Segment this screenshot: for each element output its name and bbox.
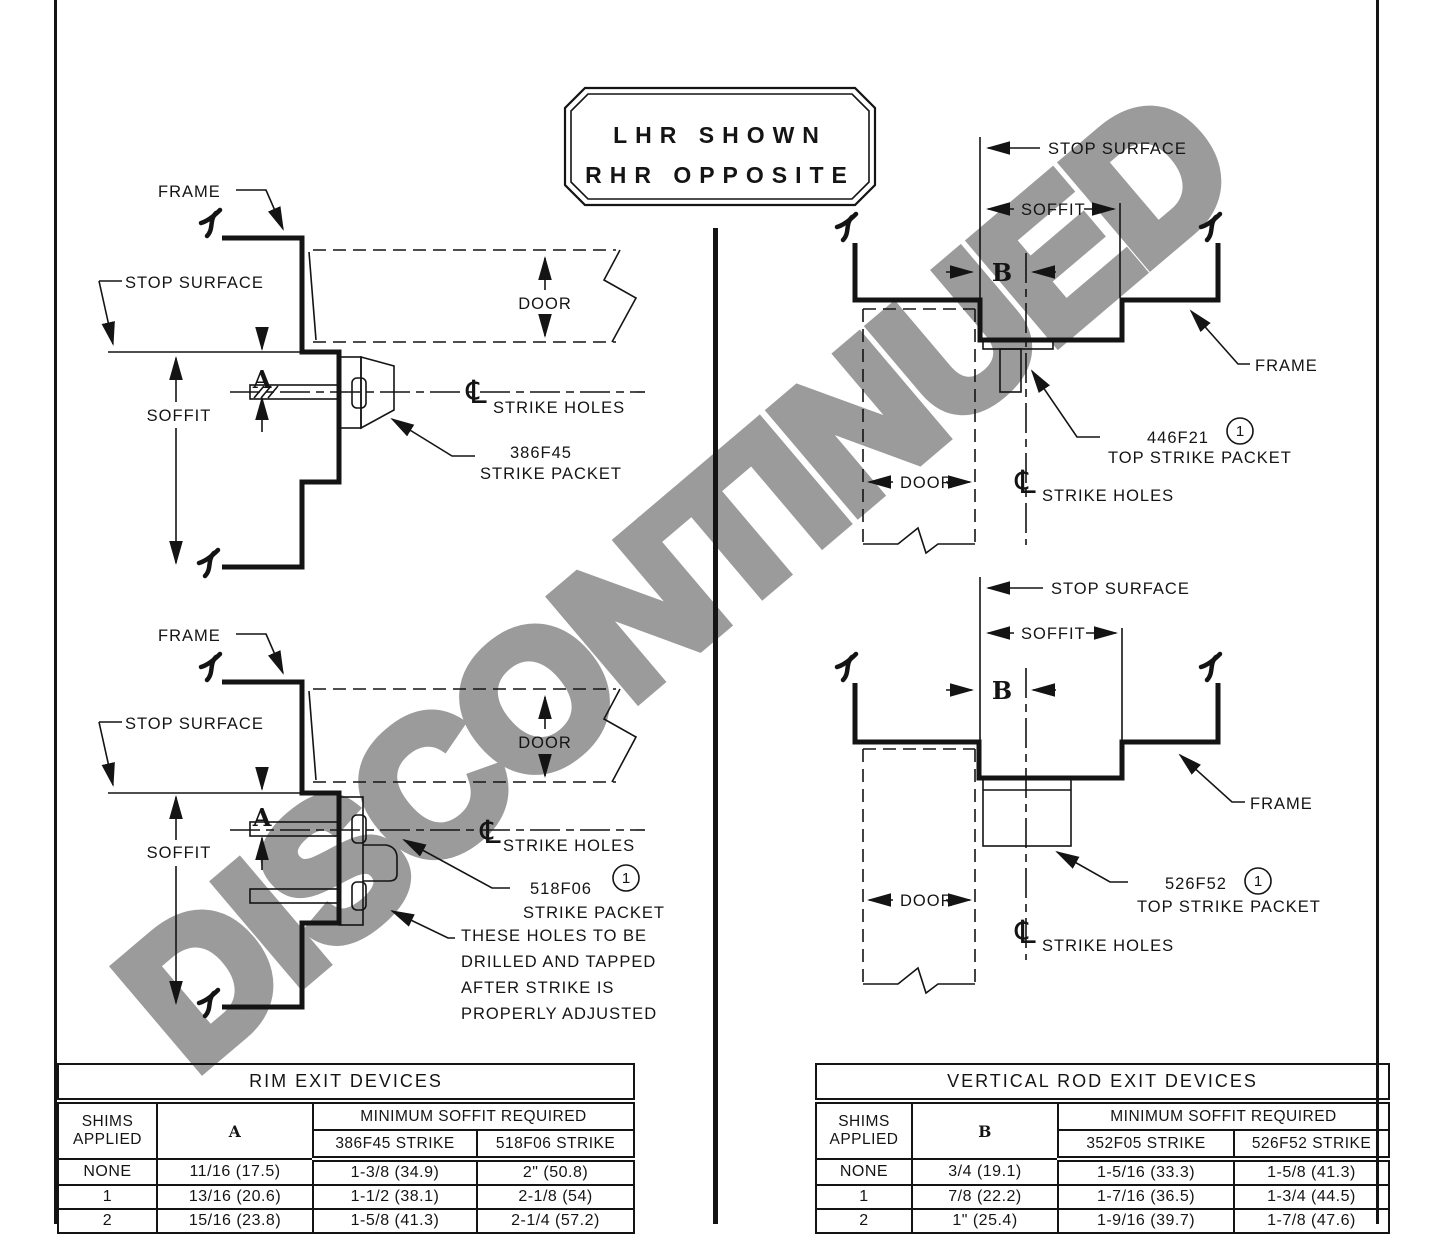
door-outline — [862, 308, 976, 555]
rim-col-shims: SHIMS APPLIED — [57, 1100, 158, 1160]
diagram-vr-446f21: STOP SURFACE SOFFIT B DOOR 446F21 1 TOP … — [837, 137, 1318, 555]
door-outline — [308, 249, 638, 343]
rim-col-386f45: 386F45 STRIKE — [312, 1129, 478, 1162]
packet-518-name: STRIKE PACKET — [523, 904, 665, 922]
dim-b-label: B — [992, 258, 1012, 287]
note-ref-number: 1 — [622, 870, 630, 887]
stop-surface-label: STOP SURFACE — [1048, 140, 1187, 158]
strike-packet-526f52 — [982, 777, 1072, 847]
strike-packet-518f06 — [249, 796, 398, 926]
vr-table-title: VERTICAL ROD EXIT DEVICES — [815, 1063, 1390, 1104]
packet-386-code: 386F45 — [510, 444, 572, 462]
vertical-rod-exit-devices-table: VERTICAL ROD EXIT DEVICES SHIMS APPLIED … — [815, 1063, 1390, 1234]
soffit-label: SOFFIT — [1021, 625, 1086, 643]
soffit-label: SOFFIT — [1021, 201, 1086, 219]
strike-holes-label: STRIKE HOLES — [1042, 937, 1174, 955]
frame-label: FRAME — [158, 627, 221, 645]
diagram-rim-518f06: FRAME STOP SURFACE DOOR A SOFFIT ℄ STRIK… — [98, 627, 665, 1023]
centerline-symbol: ℄ — [476, 813, 505, 851]
soffit-label: SOFFIT — [147, 844, 212, 862]
rim-table-title: RIM EXIT DEVICES — [56, 1063, 636, 1104]
vr-col-group: MINIMUM SOFFIT REQUIRED — [1057, 1100, 1390, 1131]
rim-exit-devices-table: RIM EXIT DEVICES SHIMS APPLIED A MINIMUM… — [56, 1063, 636, 1234]
vr-col-352f05: 352F05 STRIKE — [1057, 1129, 1235, 1162]
handing-line1: LHR SHOWN — [613, 122, 827, 148]
centerline-symbol: ℄ — [462, 373, 491, 411]
vr-col-shims: SHIMS APPLIED — [815, 1100, 913, 1160]
door-label: DOOR — [900, 892, 954, 910]
svg-text:DRILLED AND TAPPED: DRILLED AND TAPPED — [461, 953, 656, 971]
stop-surface-label: STOP SURFACE — [125, 715, 264, 733]
sheet-borders — [54, 0, 1379, 1224]
frame-label: FRAME — [1250, 795, 1313, 813]
strike-holes-label: STRIKE HOLES — [1042, 487, 1174, 505]
vr-col-526f52: 526F52 STRIKE — [1233, 1129, 1390, 1162]
note-ref-circle — [612, 864, 640, 892]
note-ref-circle — [1244, 867, 1272, 895]
packet-446-code: 446F21 — [1147, 429, 1209, 447]
door-outline — [308, 688, 638, 783]
stop-surface-label: STOP SURFACE — [125, 274, 264, 292]
dim-a-label: A — [252, 803, 272, 832]
centerline-symbol: ℄ — [1011, 913, 1040, 951]
note-ref-number: 1 — [1254, 873, 1262, 890]
frame-label: FRAME — [1255, 357, 1318, 375]
soffit-label: SOFFIT — [147, 407, 212, 425]
door-label: DOOR — [518, 734, 572, 752]
strike-packet-446f21 — [982, 339, 1054, 393]
handing-line2: RHR OPPOSITE — [585, 162, 855, 188]
note-ref-number: 1 — [1236, 423, 1244, 440]
packet-526-code: 526F52 — [1165, 875, 1227, 893]
strike-packet-386f45 — [249, 355, 395, 430]
strike-holes-label: STRIKE HOLES — [493, 399, 625, 417]
rim-col-dim-a: A — [156, 1100, 314, 1160]
note-ref-circle — [1226, 417, 1254, 445]
centerline-symbol: ℄ — [1011, 463, 1040, 501]
diagram-rim-386f45: FRAME STOP SURFACE DOOR A SOFFIT ℄ STRIK… — [98, 183, 645, 576]
packet-386-name: STRIKE PACKET — [480, 465, 622, 483]
diagram-vr-526f52: STOP SURFACE SOFFIT B DOOR 526F52 1 TOP … — [837, 577, 1321, 995]
center-divider — [713, 228, 718, 1224]
frame-label: FRAME — [158, 183, 221, 201]
stop-surface-label: STOP SURFACE — [1051, 580, 1190, 598]
drill-note: THESE HOLES TO BE DRILLED AND TAPPED AFT… — [461, 927, 657, 1023]
frame-profile — [852, 243, 1221, 343]
rim-col-518f06: 518F06 STRIKE — [475, 1129, 636, 1162]
frame-profile — [852, 683, 1221, 781]
handing-title-box: LHR SHOWN RHR OPPOSITE — [563, 86, 877, 207]
door-label: DOOR — [518, 295, 572, 313]
door-outline — [862, 748, 976, 995]
dim-b-label: B — [992, 676, 1012, 705]
svg-text:AFTER STRIKE IS: AFTER STRIKE IS — [461, 979, 614, 997]
rim-col-group: MINIMUM SOFFIT REQUIRED — [311, 1100, 636, 1131]
dim-a-label: A — [252, 365, 272, 394]
svg-text:PROPERLY ADJUSTED: PROPERLY ADJUSTED — [461, 1005, 657, 1023]
door-label: DOOR — [900, 474, 954, 492]
packet-526-name: TOP STRIKE PACKET — [1137, 898, 1321, 916]
packet-446-name: TOP STRIKE PACKET — [1108, 449, 1292, 467]
packet-518-code: 518F06 — [530, 880, 592, 898]
strike-holes-label: STRIKE HOLES — [503, 837, 635, 855]
vr-col-dim-b: B — [911, 1100, 1059, 1160]
svg-text:THESE HOLES TO BE: THESE HOLES TO BE — [461, 927, 647, 945]
